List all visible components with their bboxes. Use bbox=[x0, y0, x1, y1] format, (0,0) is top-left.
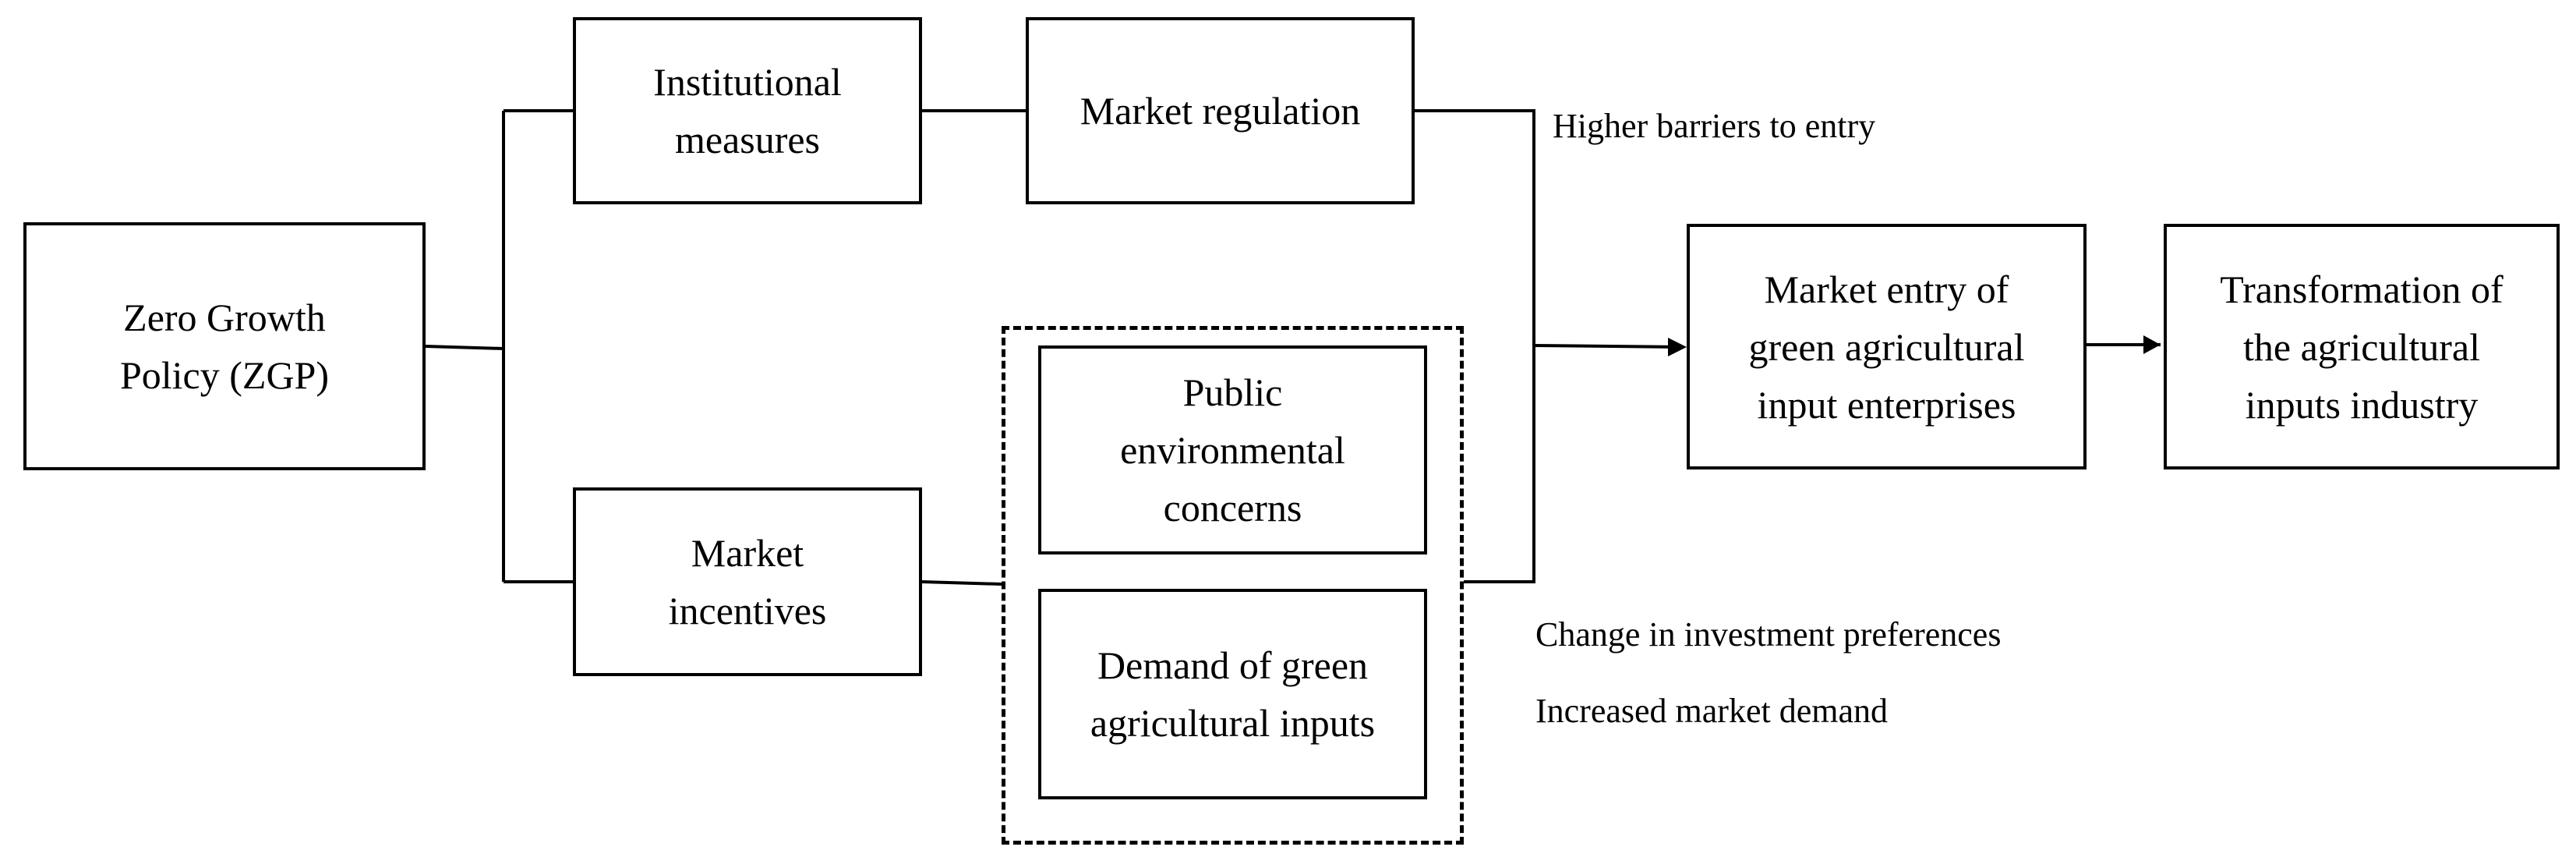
zero-growth-policy-label: Zero Growth Policy (ZGP) bbox=[119, 296, 330, 397]
zero-growth-policy-node: Zero Growth Policy (ZGP) bbox=[23, 222, 426, 470]
green-inputs-demand-node: Demand of green agricultural inputs bbox=[1038, 589, 1427, 799]
industry-transformation-node: Transformation of the agricultural input… bbox=[2164, 224, 2560, 469]
public-environmental-concerns-label: Public environmental concerns bbox=[1120, 370, 1345, 530]
arrow-to-market-entry bbox=[1533, 344, 1684, 349]
incentives-to-group-connector bbox=[921, 580, 1002, 586]
arrowhead-transformation bbox=[2143, 335, 2161, 354]
green-inputs-demand-label: Demand of green agricultural inputs bbox=[1090, 643, 1376, 745]
market-entry-node: Market entry of green agricultural input… bbox=[1687, 224, 2087, 469]
market-regulation-node: Market regulation bbox=[1026, 17, 1415, 204]
public-environmental-concerns-node: Public environmental concerns bbox=[1038, 345, 1427, 554]
market-regulation-label: Market regulation bbox=[1080, 89, 1361, 133]
market-entry-label: Market entry of green agricultural input… bbox=[1748, 267, 2025, 427]
higher-barriers-label: Higher barriers to entry bbox=[1553, 107, 1876, 145]
investment-preferences-label: Change in investment preferences bbox=[1535, 615, 2002, 654]
institutional-measures-node: Institutional measures bbox=[573, 17, 922, 204]
industry-transformation-label: Transformation of the agricultural input… bbox=[2220, 267, 2504, 427]
institutional-measures-label: Institutional measures bbox=[653, 60, 842, 161]
zgp-to-split-connector bbox=[425, 345, 504, 350]
market-incentives-factor-group bbox=[1002, 326, 1464, 845]
arrowhead-market-entry bbox=[1668, 338, 1687, 356]
market-incentives-label: Market incentives bbox=[668, 531, 827, 632]
market-demand-label: Increased market demand bbox=[1535, 692, 1888, 730]
market-incentives-node: Market incentives bbox=[573, 487, 922, 676]
